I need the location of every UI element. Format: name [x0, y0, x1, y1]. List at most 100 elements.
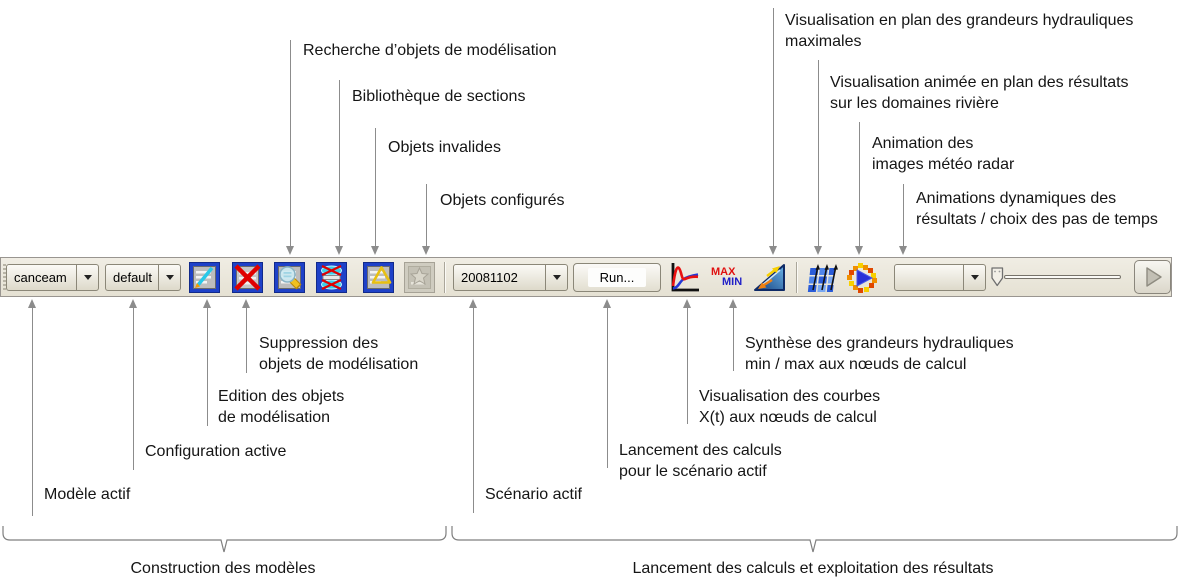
- plan-view-button[interactable]: [753, 262, 785, 293]
- callout-line: [773, 8, 774, 247]
- slider-thumb-icon: [991, 267, 1004, 287]
- chevron-down-icon: [552, 275, 561, 280]
- arrow-down-icon: [371, 246, 379, 255]
- arrow-up-icon: [129, 299, 137, 308]
- callout-animated-plan: Visualisation animée en plan des résulta…: [830, 74, 1129, 112]
- group-brace-left: [2, 526, 447, 553]
- scenario-combobox-value: 20081102: [461, 270, 518, 285]
- callout-line: [375, 128, 376, 247]
- toolbar-separator: [444, 262, 445, 293]
- arrow-up-icon: [242, 299, 250, 308]
- callout-line: [859, 122, 860, 247]
- model-combobox-dropdown[interactable]: [76, 265, 98, 290]
- callout-line: [246, 307, 247, 373]
- invalid-objects-button[interactable]: [363, 262, 394, 293]
- search-objects-button[interactable]: [274, 262, 305, 293]
- group-caption-exploitation: Lancement des calculs et exploitation de…: [632, 560, 994, 577]
- invalid-objects-icon: [363, 262, 394, 293]
- callout-active-model: Modèle actif: [44, 486, 131, 503]
- group-caption-construction: Construction des modèles: [130, 560, 316, 577]
- toolbar-separator: [796, 262, 797, 293]
- callout-line: [607, 307, 608, 468]
- configured-objects-button[interactable]: [404, 262, 435, 293]
- radar-animation-button[interactable]: [846, 262, 877, 293]
- chevron-down-icon: [970, 275, 979, 280]
- arrow-down-icon: [335, 246, 343, 255]
- animated-plan-icon: [807, 264, 838, 292]
- scenario-combobox-dropdown[interactable]: [545, 265, 567, 290]
- timestep-combobox-value: [895, 265, 963, 290]
- arrow-up-icon: [28, 299, 36, 308]
- play-button[interactable]: [1134, 260, 1171, 294]
- arrow-up-icon: [603, 299, 611, 308]
- arrow-down-icon: [855, 246, 863, 255]
- timestep-combobox[interactable]: [894, 264, 986, 291]
- edit-objects-icon: [189, 262, 220, 293]
- callout-line: [426, 184, 427, 247]
- scenario-combobox[interactable]: 20081102: [453, 264, 568, 291]
- callout-search-objects: Recherche d’objets de modélisation: [303, 42, 557, 59]
- sections-library-button[interactable]: [316, 262, 347, 293]
- callout-active-configuration: Configuration active: [145, 443, 287, 460]
- delete-objects-icon: [232, 262, 263, 293]
- max-min-button[interactable]: MAX MIN: [711, 266, 743, 288]
- arrow-down-icon: [286, 246, 294, 255]
- arrow-up-icon: [203, 299, 211, 308]
- chevron-down-icon: [165, 275, 174, 280]
- search-objects-icon: [274, 262, 305, 293]
- callout-line: [290, 40, 291, 247]
- arrow-down-icon: [422, 246, 430, 255]
- min-label: MIN: [722, 276, 743, 288]
- callout-line: [733, 307, 734, 371]
- group-brace-right: [451, 526, 1178, 553]
- edit-objects-button[interactable]: [189, 262, 220, 293]
- callout-line: [687, 307, 688, 424]
- xt-curves-button[interactable]: [667, 261, 699, 292]
- callout-line: [32, 307, 33, 516]
- chevron-down-icon: [83, 275, 92, 280]
- arrow-up-icon: [469, 299, 477, 308]
- arrow-down-icon: [769, 246, 777, 255]
- arrow-down-icon: [814, 246, 822, 255]
- max-label: MAX: [711, 266, 736, 278]
- radar-animation-icon: [847, 263, 877, 293]
- callout-line: [473, 307, 474, 513]
- callout-plan-max: Visualisation en plan des grandeurs hydr…: [785, 12, 1134, 50]
- group-braces: [2, 526, 1178, 553]
- animated-plan-button[interactable]: [805, 262, 838, 293]
- timestep-slider-track[interactable]: [1004, 275, 1121, 279]
- model-combobox-value: canceam: [14, 270, 67, 285]
- timestep-combobox-dropdown[interactable]: [963, 265, 985, 290]
- delete-objects-button[interactable]: [232, 262, 263, 293]
- run-button-label: Run...: [587, 268, 647, 287]
- play-icon: [1145, 267, 1162, 287]
- callout-line: [207, 307, 208, 426]
- configuration-combobox-dropdown[interactable]: [158, 265, 180, 290]
- sections-library-icon: [316, 262, 347, 293]
- xt-curves-icon: [671, 263, 699, 292]
- model-combobox[interactable]: canceam: [6, 264, 99, 291]
- callout-active-scenario: Scénario actif: [485, 486, 582, 503]
- callout-invalid-objects: Objets invalides: [388, 139, 501, 156]
- configured-objects-icon: [404, 262, 435, 293]
- callout-line: [818, 60, 819, 247]
- toolbar: canceam default: [0, 257, 1172, 297]
- callout-line: [339, 80, 340, 247]
- timestep-slider-thumb[interactable]: [990, 266, 1005, 293]
- callout-configured-objects: Objets configurés: [440, 192, 565, 209]
- arrow-up-icon: [729, 299, 737, 308]
- arrow-up-icon: [683, 299, 691, 308]
- run-button[interactable]: Run...: [573, 263, 661, 292]
- callout-line: [903, 184, 904, 247]
- configuration-combobox[interactable]: default: [105, 264, 181, 291]
- toolbar-gripper: [3, 264, 6, 291]
- callout-line: [133, 307, 134, 470]
